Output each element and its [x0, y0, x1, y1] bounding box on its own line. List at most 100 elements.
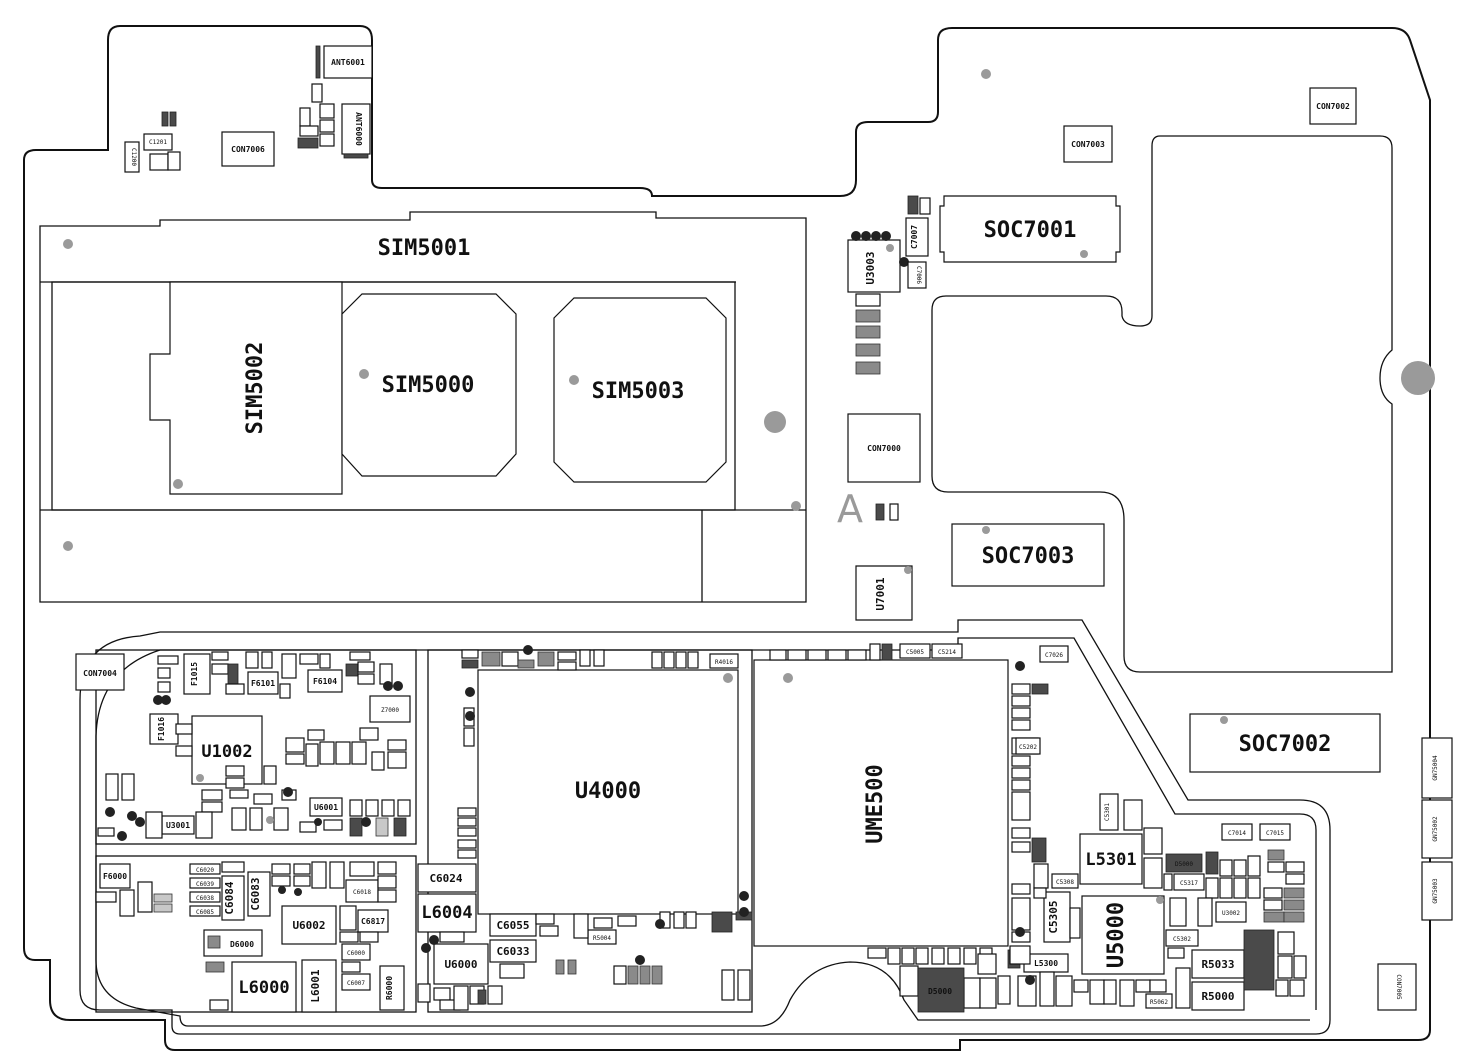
smd-part	[319, 133, 335, 147]
smd-part	[855, 293, 881, 307]
u4000-label: U4000	[575, 779, 641, 804]
r5000	[1191, 981, 1245, 1011]
c5317	[1173, 873, 1205, 891]
c7006-label: C7006	[915, 266, 922, 284]
smd-part	[167, 151, 181, 171]
u6000-label: U6000	[444, 958, 477, 971]
lower-left-small-parts	[97, 651, 411, 841]
d5000-left-label: D5000	[928, 987, 952, 996]
con7006-label: CON7006	[231, 145, 265, 154]
soc7002-label: SOC7002	[1239, 732, 1332, 757]
con7006	[221, 131, 275, 167]
pin-pad	[899, 257, 909, 267]
gn7500-2	[1421, 799, 1453, 859]
con7003	[1063, 125, 1113, 163]
u1002-label: U1002	[201, 742, 252, 762]
smd-part	[311, 83, 323, 103]
pin-pad	[871, 231, 881, 241]
l5301	[1079, 833, 1143, 885]
sim5003-label: SIM5003	[592, 379, 685, 404]
c7007	[905, 217, 929, 257]
r5062	[1145, 993, 1173, 1009]
c5202-label: C5202	[1019, 744, 1037, 751]
u6002-label: U6002	[292, 919, 325, 932]
c6033-label: C6033	[496, 945, 529, 958]
ant6000-label: ANT6000	[354, 112, 363, 146]
u7001-label: U7001	[874, 577, 887, 610]
f6101	[247, 671, 279, 695]
l6000-label: L6000	[238, 978, 289, 998]
smd-part	[297, 137, 319, 149]
r5002-block	[1243, 929, 1275, 991]
con7005	[1377, 963, 1417, 1011]
pin-pad	[861, 231, 871, 241]
inner-region-upper	[931, 135, 1393, 673]
u5000	[1081, 895, 1165, 975]
c6085	[189, 905, 221, 917]
smd-part	[855, 325, 881, 339]
d6000-label: D6000	[230, 940, 254, 949]
smd-part	[907, 195, 919, 215]
smd-part	[319, 103, 335, 119]
l6000	[231, 961, 297, 1013]
soc7001-outline	[939, 195, 1121, 263]
f6000	[99, 863, 131, 889]
soc7002-outline	[1189, 713, 1381, 773]
r6000	[379, 965, 405, 1011]
u4000-surrounding-parts	[417, 645, 753, 1011]
d5000-right	[1165, 853, 1203, 873]
sim5000-outline	[341, 293, 517, 477]
con7004-label: CON7004	[83, 669, 117, 678]
f6104	[307, 669, 343, 693]
ant6000-pad	[343, 153, 369, 159]
u6002	[281, 905, 337, 945]
soc7003-label: SOC7003	[982, 544, 1075, 569]
f6104-label: F6104	[313, 677, 337, 686]
c6018-label: C6018	[353, 889, 371, 896]
sim5001-label: SIM5001	[378, 236, 471, 261]
r5062-label: R5062	[1150, 999, 1168, 1006]
con7003-label: CON7003	[1071, 140, 1105, 149]
soc7001-label: SOC7001	[984, 218, 1077, 243]
c6020	[189, 863, 221, 875]
smd-part	[855, 309, 881, 323]
smd-part	[919, 197, 931, 215]
r6000-label: R6000	[385, 976, 394, 1000]
c1201	[143, 133, 173, 151]
ume500-label: UME500	[863, 764, 888, 843]
l6001-label: L6001	[309, 969, 322, 1002]
sim5001-tray	[39, 211, 807, 603]
f1016-label: F1016	[157, 717, 166, 741]
c6039	[189, 877, 221, 889]
d5000-right-label: D5000	[1175, 861, 1193, 868]
soc7003-outline	[951, 523, 1105, 587]
c7006	[907, 261, 927, 289]
f6101-label: F6101	[251, 679, 275, 688]
u6001-label: U6001	[314, 803, 338, 812]
ant6000	[341, 103, 371, 155]
smd-part	[299, 125, 319, 137]
c6024-label: C6024	[429, 872, 462, 885]
smd-part	[875, 503, 885, 521]
d6000-marker	[207, 935, 221, 949]
con7005-label: CON7005	[1395, 974, 1402, 1000]
c5005	[899, 643, 931, 659]
c7015-label: C7015	[1266, 830, 1284, 837]
con7004	[75, 653, 125, 691]
c5308-label: C5308	[1056, 879, 1074, 886]
c6083	[247, 871, 271, 917]
r5004-label: R5004	[593, 935, 611, 942]
gn7500-3	[1421, 861, 1453, 921]
sim5002-label: SIM5002	[243, 342, 268, 435]
c6020-label: C6020	[196, 867, 214, 874]
smd-part	[299, 107, 311, 127]
board-outline	[23, 25, 1431, 1051]
gn7500-2-label: GN75002	[1432, 816, 1439, 842]
gn7500-3-label: GN75003	[1432, 878, 1439, 904]
c6038	[189, 891, 221, 903]
c5214-label: C5214	[938, 649, 956, 656]
c6033	[489, 939, 537, 963]
c5305-label: C5305	[1047, 900, 1060, 933]
u6000	[433, 943, 489, 985]
